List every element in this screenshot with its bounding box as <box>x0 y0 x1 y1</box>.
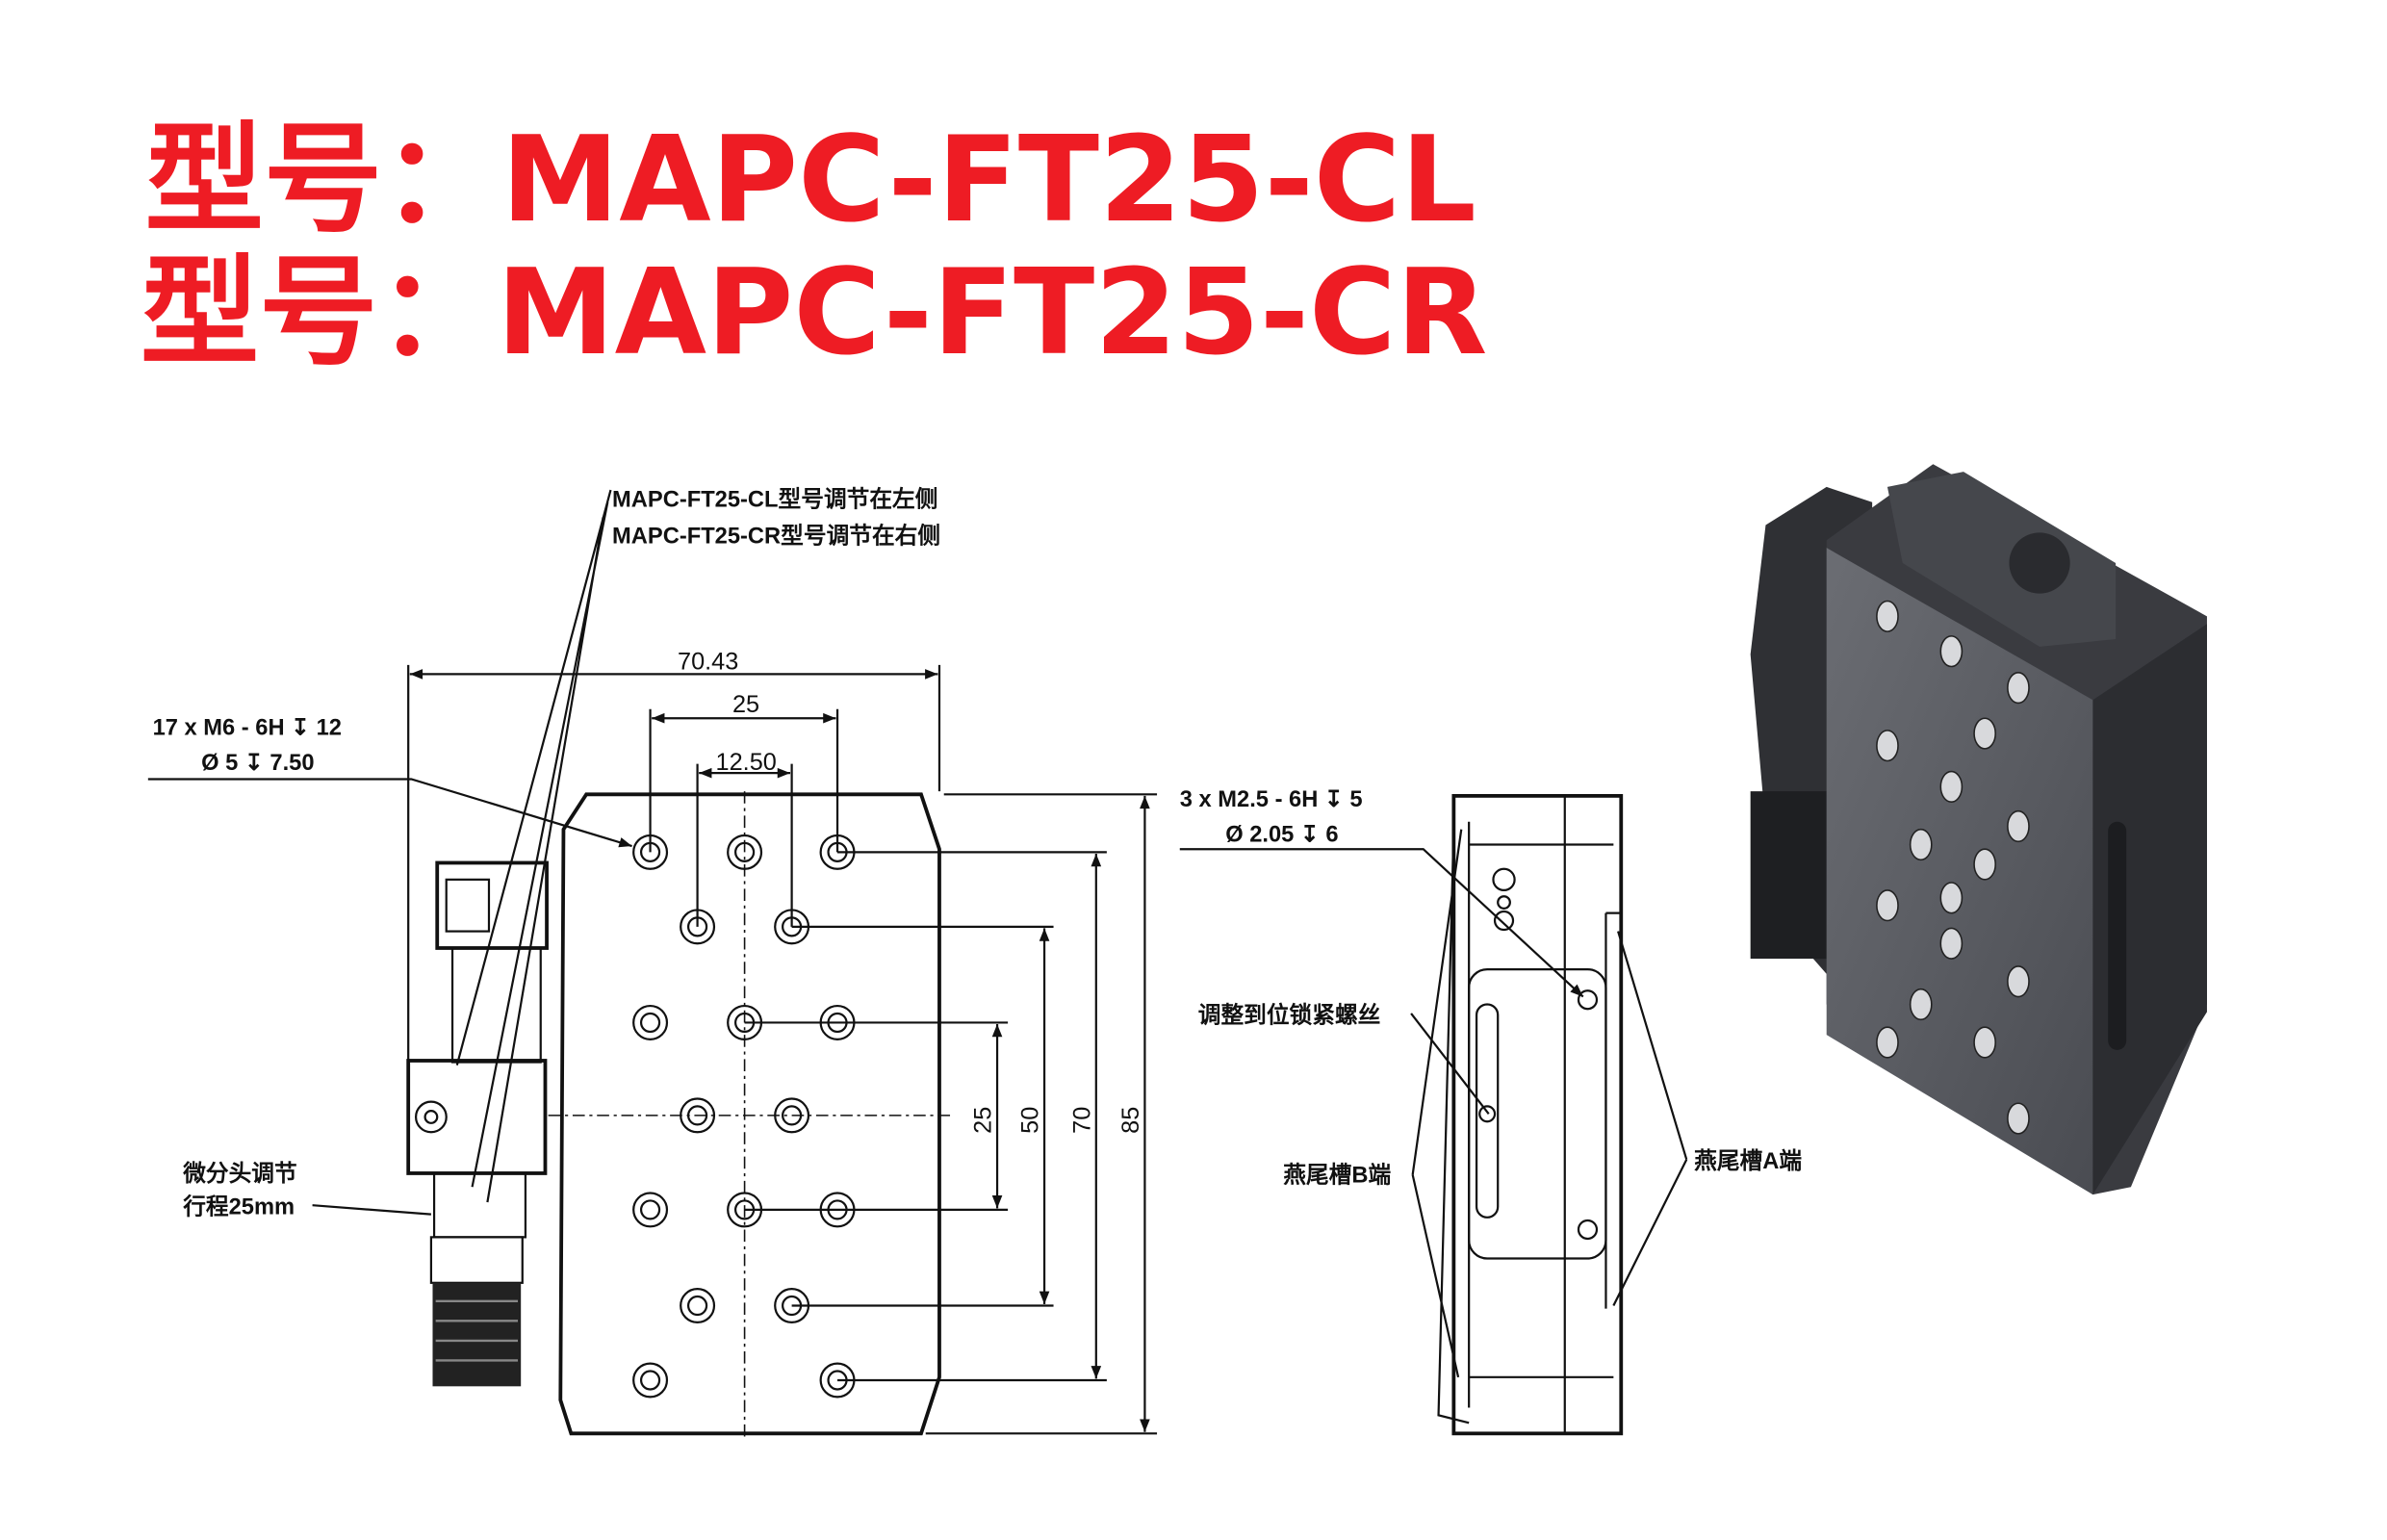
dimensions: 70.43 25 12.50 25 50 70 85 <box>407 649 1158 1435</box>
dim-offset: 12.50 <box>716 749 777 776</box>
mounting-hole <box>639 1370 661 1391</box>
svg-text:微分头调节: 微分头调节 <box>182 1160 297 1187</box>
dovetail-a-label: 燕尾槽A端 <box>1694 1148 1802 1174</box>
side-view <box>1437 793 1624 1436</box>
render-holes <box>1876 600 2030 1135</box>
mounting-hole <box>632 1004 669 1040</box>
render-hole <box>1939 635 1964 668</box>
mounting-hole <box>734 841 756 862</box>
holes-top-callout: 17 x M6 - 6H ↧ 12 Ø 5 ↧ 7.50 <box>147 716 632 848</box>
side-callouts: 3 x M2.5 - 6H ↧ 5 Ø 2.05 ↧ 6 调整到位锁紧螺丝 燕尾… <box>1180 787 1802 1378</box>
dovetail-b-label: 燕尾槽B端 <box>1283 1162 1391 1188</box>
render-hole <box>1876 889 1899 922</box>
micrometer-knob <box>432 1282 522 1387</box>
render-hole <box>1876 1026 1899 1059</box>
render-hole <box>1973 1026 1996 1059</box>
mounting-hole <box>632 1192 669 1228</box>
render-hole <box>1939 882 1964 914</box>
svg-text:Ø 2.05 ↧ 6: Ø 2.05 ↧ 6 <box>1225 822 1338 847</box>
model-note-cr: MAPC-FT25-CR型号调节在右侧 <box>612 522 940 549</box>
mounting-hole <box>680 1097 716 1134</box>
mounting-hole <box>632 1362 669 1399</box>
mounting-hole <box>686 1295 708 1317</box>
mounting-hole <box>774 1097 810 1134</box>
svg-text:Ø 5 ↧ 7.50: Ø 5 ↧ 7.50 <box>201 751 314 776</box>
top-view <box>406 791 952 1439</box>
svg-text:17 x M6 - 6H ↧ 12: 17 x M6 - 6H ↧ 12 <box>153 716 342 741</box>
mounting-hole <box>686 1105 708 1126</box>
mounting-hole <box>782 1105 803 1126</box>
render-hole <box>2007 1102 2030 1135</box>
mounting-hole <box>639 1012 661 1034</box>
render-hole <box>1973 848 1996 881</box>
render-hole <box>1973 717 1996 750</box>
render-hole <box>2007 965 2030 998</box>
render-hole <box>1876 600 1899 632</box>
svg-text:行程25mm: 行程25mm <box>182 1194 295 1220</box>
dim-v85: 85 <box>1117 1107 1144 1134</box>
mounting-hole <box>680 1288 716 1324</box>
dim-v25: 25 <box>970 1107 997 1134</box>
lock-screw-label: 调整到位锁紧螺丝 <box>1198 1001 1381 1028</box>
dim-v50: 50 <box>1017 1107 1044 1134</box>
render-hole <box>1909 828 1933 861</box>
micrometer-callout: 微分头调节 行程25mm <box>182 1160 431 1220</box>
model-title-cl: 型号：MAPC-FT25-CL <box>145 112 1476 249</box>
model-title-cr: 型号：MAPC-FT25-CR <box>141 244 1488 382</box>
dim-width: 70.43 <box>678 649 738 676</box>
model-note-cl: MAPC-FT25-CL型号调节在左侧 <box>612 485 937 512</box>
model-note-callout: MAPC-FT25-CL型号调节在左侧 MAPC-FT25-CR型号调节在右侧 <box>455 485 940 1203</box>
render-hole <box>2007 672 2030 705</box>
render-hole <box>1939 927 1964 960</box>
render-hole <box>1876 730 1899 762</box>
dim-pitch: 25 <box>732 691 759 718</box>
svg-text:3 x M2.5 - 6H ↧ 5: 3 x M2.5 - 6H ↧ 5 <box>1180 787 1363 812</box>
render-hole <box>2007 809 2030 843</box>
product-render <box>1750 464 2207 1195</box>
render-hole <box>1909 988 1933 1021</box>
mounting-hole <box>727 834 763 870</box>
mounting-hole <box>639 1199 661 1220</box>
render-hole <box>1939 770 1964 803</box>
dim-v70: 70 <box>1068 1107 1095 1134</box>
